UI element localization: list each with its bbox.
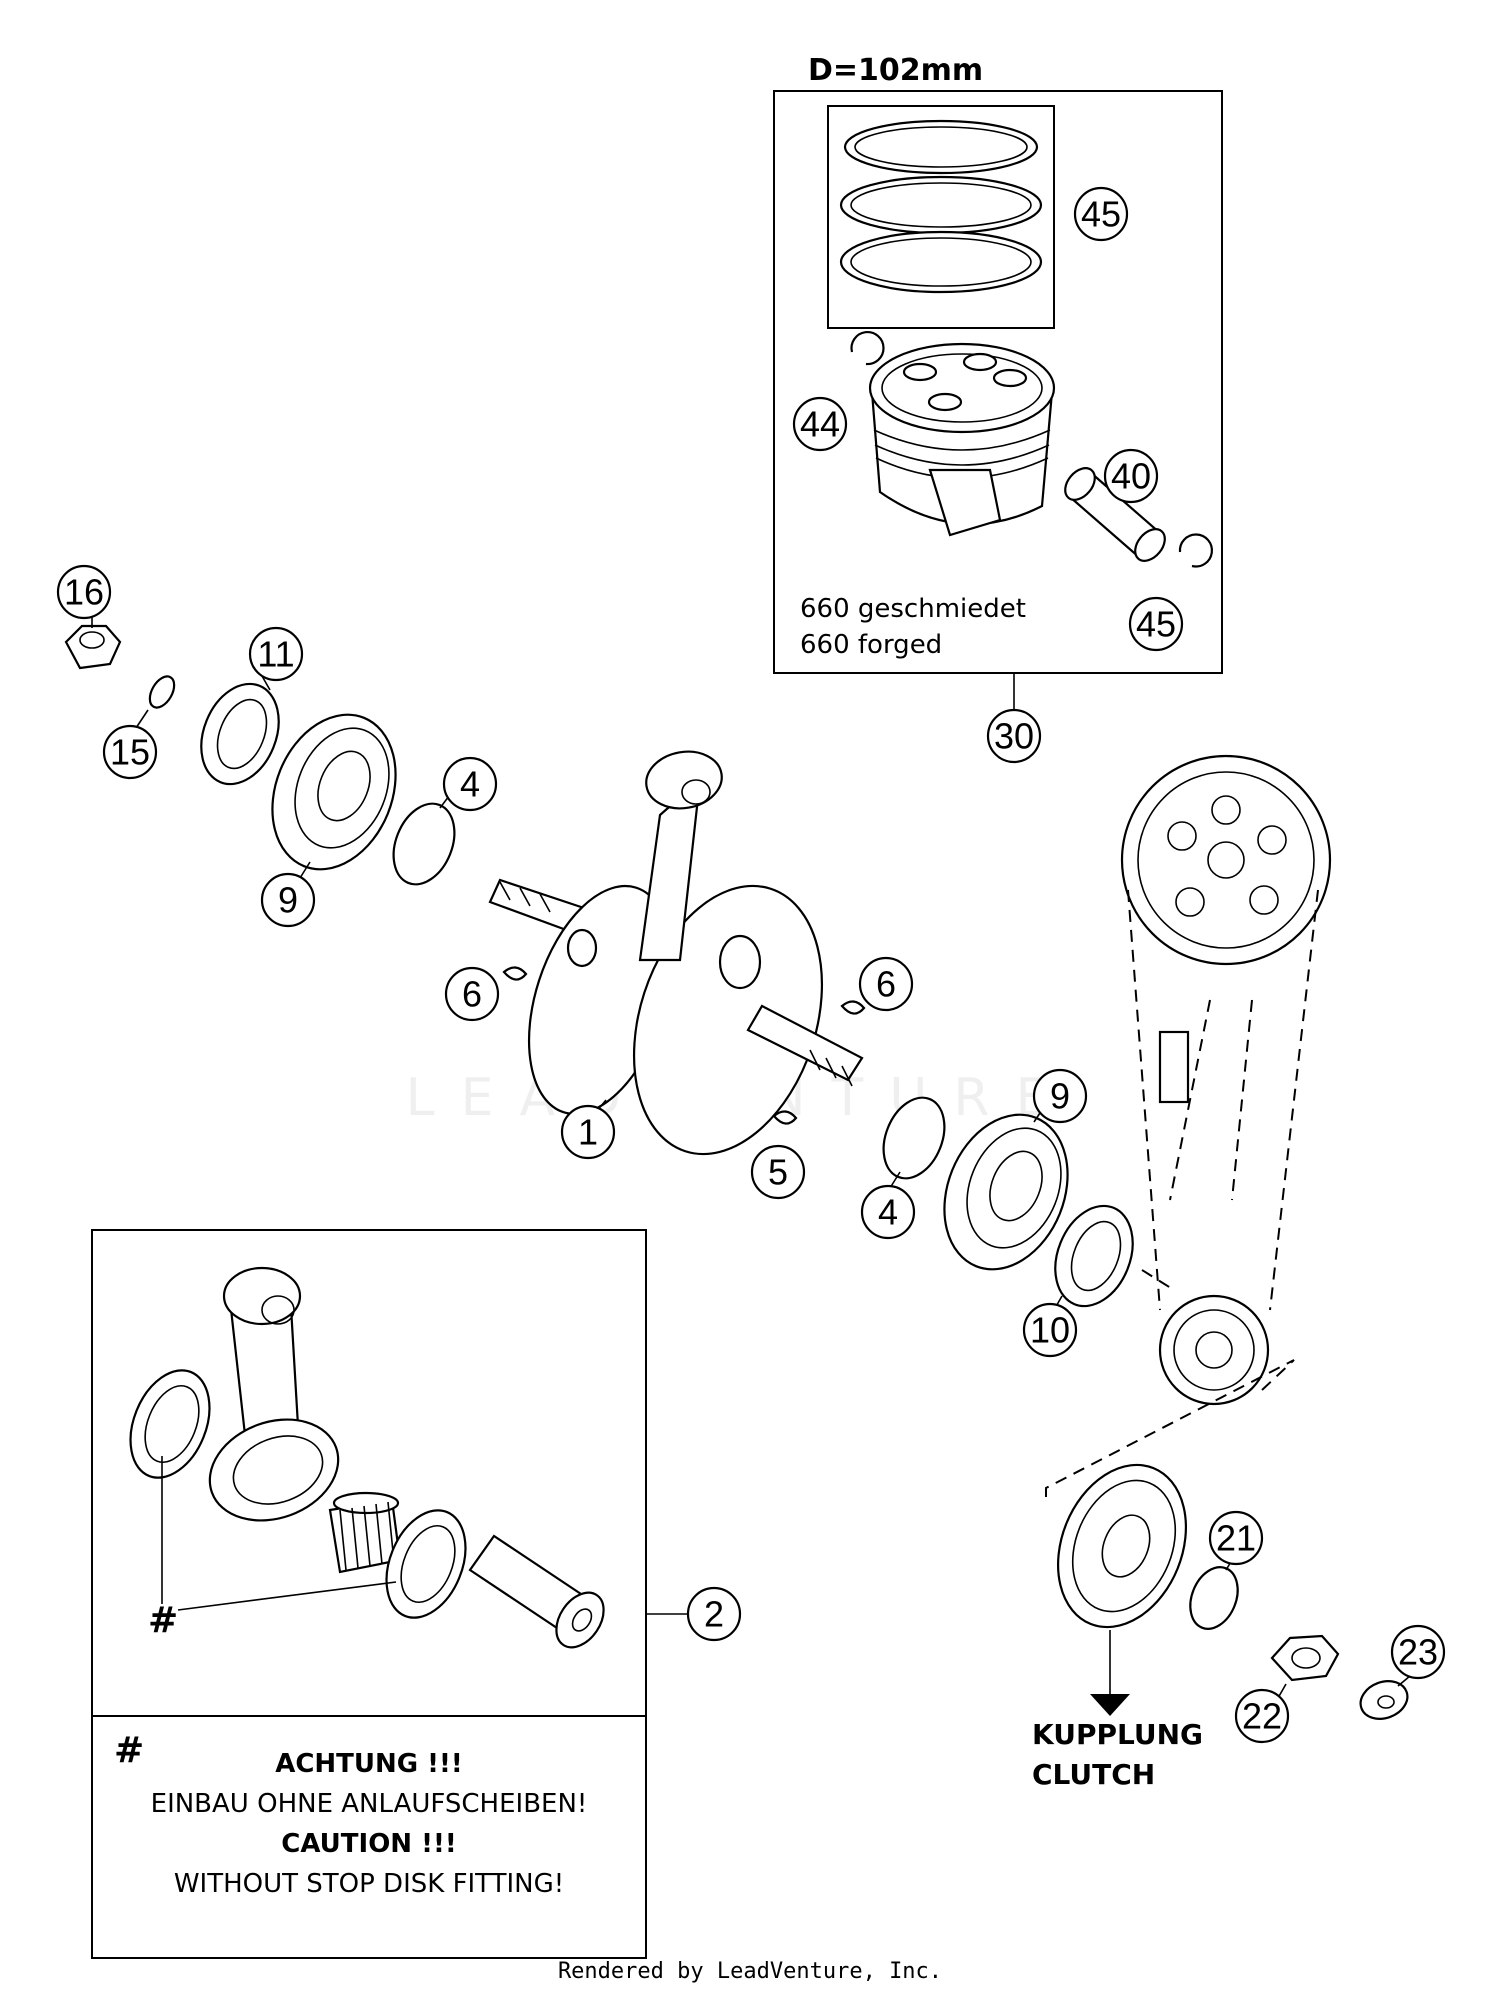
callout: 10: [1022, 1302, 1078, 1358]
hash-marker: #: [148, 1600, 178, 1641]
svg-text:45: 45: [1136, 604, 1176, 645]
svg-text:2: 2: [704, 1594, 724, 1635]
callout: 21: [1208, 1510, 1264, 1566]
callout: 6: [858, 956, 914, 1012]
svg-text:23: 23: [1398, 1632, 1438, 1673]
caution-line1: ACHTUNG !!!: [275, 1749, 463, 1779]
diameter-label: D=102mm: [808, 53, 983, 88]
crankshaft: [488, 750, 864, 1156]
piston-pin: [1064, 467, 1166, 562]
callout: 4: [442, 756, 498, 812]
key-6-right: [840, 1000, 866, 1015]
svg-text:15: 15: [110, 732, 150, 773]
nut-22: [1270, 1634, 1340, 1682]
bearing-9-left: [271, 713, 397, 871]
connecting-rod: [208, 1266, 340, 1522]
circlip-lower: [1178, 533, 1214, 568]
callout: 1: [560, 1104, 616, 1160]
caution-line3: CAUTION !!!: [281, 1829, 456, 1859]
callout: 11: [248, 626, 304, 682]
svg-text:11: 11: [257, 634, 294, 675]
footer-credit: Rendered by LeadVenture, Inc.: [558, 1959, 942, 1984]
caution-line2: EINBAU OHNE ANLAUFSCHEIBEN!: [151, 1789, 588, 1819]
svg-text:4: 4: [460, 764, 480, 805]
callout: 9: [260, 872, 316, 928]
svg-text:9: 9: [1050, 1076, 1070, 1117]
callout: 40: [1103, 448, 1159, 504]
caution-line4: WITHOUT STOP DISK FITTING!: [174, 1869, 564, 1899]
piston-rings: [839, 119, 1043, 294]
svg-text:44: 44: [800, 404, 840, 445]
svg-text:6: 6: [462, 974, 482, 1015]
callout: 30: [986, 708, 1042, 764]
callout: 44: [792, 396, 848, 452]
clutch-label-line1: KUPPLUNG: [1032, 1718, 1203, 1751]
timing-chain: [1120, 754, 1332, 1406]
ring-21: [1189, 1566, 1239, 1630]
piston: [868, 342, 1056, 537]
piston-kit-group: D=102mm: [773, 53, 1223, 712]
callout: 6: [444, 966, 500, 1022]
callout: 23: [1390, 1624, 1446, 1680]
callout: 2: [686, 1586, 742, 1642]
oil-seal-10: [1054, 1204, 1134, 1308]
callout: 15: [102, 724, 158, 780]
svg-text:1: 1: [578, 1112, 598, 1153]
callout: 22: [1234, 1688, 1290, 1744]
key-6-left: [502, 966, 528, 981]
nut-16: [64, 624, 122, 670]
callout: 4: [860, 1184, 916, 1240]
piston-note-line1: 660 geschmiedet: [800, 594, 1026, 624]
nut-23: [1359, 1680, 1409, 1720]
piston-kit-frame: [773, 90, 1223, 674]
shim-4-right: [882, 1096, 946, 1180]
svg-text:22: 22: [1242, 1696, 1282, 1737]
conrod-kit-frame: [91, 1229, 647, 1959]
svg-text:10: 10: [1030, 1310, 1070, 1351]
key-15: [148, 675, 176, 709]
piston-note-line2: 660 forged: [800, 630, 942, 660]
primary-gear: [1056, 1463, 1188, 1629]
svg-text:30: 30: [994, 716, 1034, 757]
svg-text:4: 4: [878, 1192, 898, 1233]
shim-4-left: [392, 802, 456, 886]
svg-text:45: 45: [1081, 194, 1121, 235]
callout: 45: [1073, 186, 1129, 242]
clutch-arrow: [1090, 1694, 1130, 1716]
conrod-kit-group: # # ACHTUNG !!! EINBAU OHNE ANLAUFSCHEIB…: [91, 1229, 690, 1959]
bearing-9-right: [943, 1113, 1069, 1271]
svg-text:16: 16: [64, 572, 104, 613]
callout: 45: [1128, 596, 1184, 652]
oil-seal-11: [200, 682, 280, 786]
needle-bearing: [328, 1491, 402, 1574]
caution-marker: #: [114, 1730, 144, 1771]
svg-text:6: 6: [876, 964, 896, 1005]
callout: 16: [56, 564, 112, 620]
crank-pin: [468, 1534, 605, 1649]
clutch-label-line2: CLUTCH: [1032, 1758, 1155, 1791]
circlip-upper: [850, 330, 885, 366]
thrust-washer-left: [129, 1369, 211, 1479]
svg-text:40: 40: [1111, 456, 1151, 497]
svg-text:9: 9: [278, 880, 298, 921]
callout: 5: [750, 1144, 806, 1200]
svg-text:21: 21: [1216, 1518, 1256, 1559]
thrust-washer-right: [385, 1509, 467, 1619]
piston-rings-frame: [827, 105, 1055, 329]
callout: 9: [1032, 1068, 1088, 1124]
svg-text:5: 5: [768, 1152, 788, 1193]
key-5: [772, 1110, 798, 1125]
